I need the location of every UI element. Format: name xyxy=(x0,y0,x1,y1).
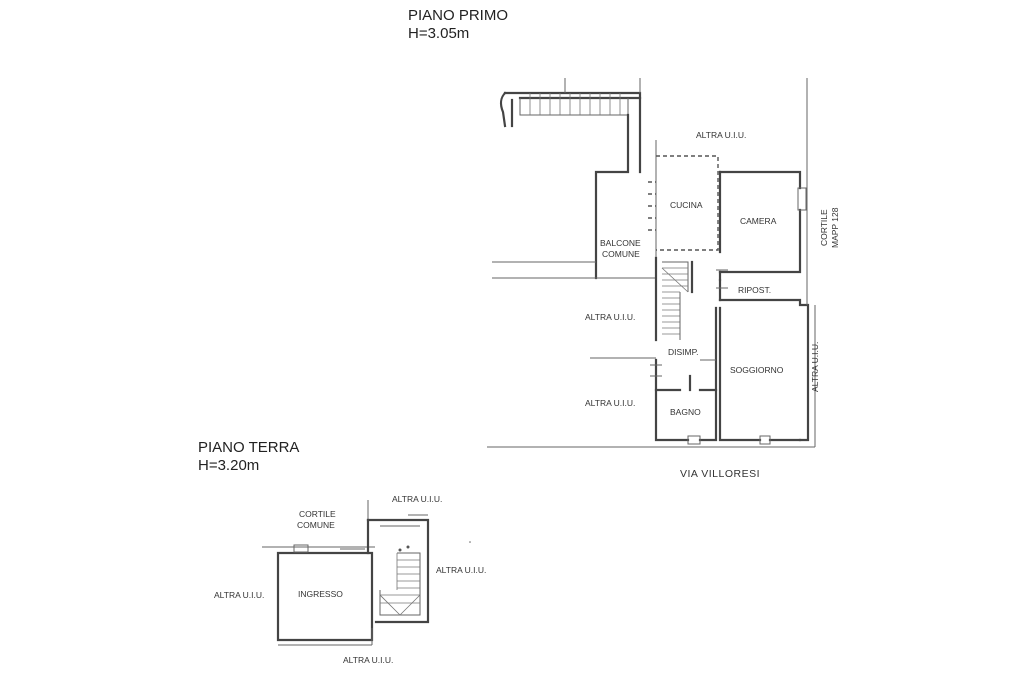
first-floor-height: H=3.05m xyxy=(408,25,469,42)
room-label-camera: CAMERA xyxy=(740,216,777,226)
neighbor-label-right: ALTRA U.I.U. xyxy=(810,342,820,392)
room-label-bagno: BAGNO xyxy=(670,407,701,417)
room-label-balcone-1: BALCONE xyxy=(600,238,641,248)
ground-floor-height: H=3.20m xyxy=(198,457,259,474)
neighbor-label-left-lower: ALTRA U.I.U. xyxy=(585,398,635,408)
first-floor-title: PIANO PRIMO xyxy=(408,7,508,24)
room-label-cortile-2: COMUNE xyxy=(297,520,335,530)
ground-floor-plan: PIANO TERRA H=3.20m xyxy=(198,439,486,665)
neighbor-label-top: ALTRA U.I.U. xyxy=(696,130,746,140)
neighbor-label-left-upper: ALTRA U.I.U. xyxy=(585,312,635,322)
ground-floor-title: PIANO TERRA xyxy=(198,439,299,456)
room-label-balcone-2: COMUNE xyxy=(602,249,640,259)
first-floor-plan: PIANO PRIMO H=3.05m CUCINA CAMERA BALCON… xyxy=(408,7,840,480)
street-label: VIA VILLORESI xyxy=(680,468,760,480)
gf-neighbor-label-left: ALTRA U.I.U. xyxy=(214,590,264,600)
gf-neighbor-label-top: ALTRA U.I.U. xyxy=(392,494,442,504)
upper-stair-strip xyxy=(499,78,642,128)
room-label-disimp: DISIMP. xyxy=(668,347,699,357)
room-label-soggiorno: SOGGIORNO xyxy=(730,365,784,375)
room-label-cucina: CUCINA xyxy=(670,200,703,210)
gf-neighbor-label-right: ALTRA U.I.U. xyxy=(436,565,486,575)
room-label-ripost: RIPOST. xyxy=(738,285,771,295)
gf-neighbor-label-bottom: ALTRA U.I.U. xyxy=(343,655,393,665)
room-label-ingresso: INGRESSO xyxy=(298,589,343,599)
ground-stair xyxy=(379,545,421,616)
courtyard-label-1: CORTILE xyxy=(819,209,829,246)
internal-stair xyxy=(654,256,694,342)
room-label-cortile-1: CORTILE xyxy=(299,509,336,519)
courtyard-label-2: MAPP 128 xyxy=(830,207,840,248)
